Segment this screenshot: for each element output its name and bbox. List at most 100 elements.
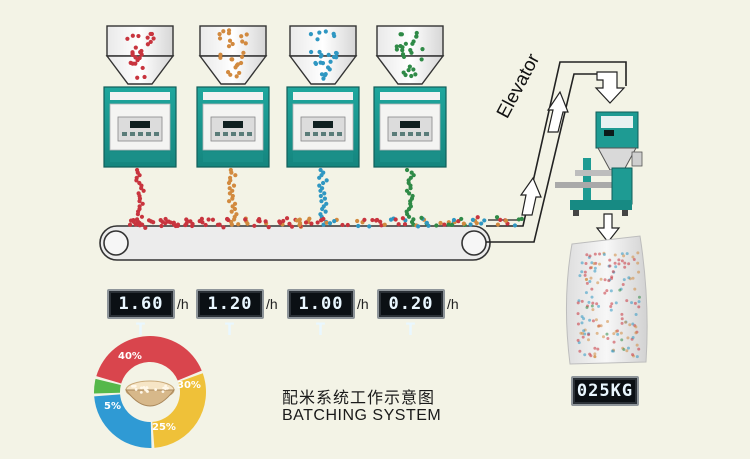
rice-grain xyxy=(303,220,309,225)
rice-grain xyxy=(605,332,609,336)
grain-stream-red xyxy=(134,167,146,227)
ratio-slice-red xyxy=(96,336,202,384)
rice-grain xyxy=(595,302,599,306)
rice-grain xyxy=(583,270,587,274)
rice-grain xyxy=(599,277,603,281)
rice-grain xyxy=(620,338,624,342)
rice-grain xyxy=(611,270,615,274)
rice-grain xyxy=(388,217,394,222)
flow-rate-display-orange: 1.20 T xyxy=(196,289,264,340)
rice-grain xyxy=(637,295,641,299)
rice-grain xyxy=(470,217,476,223)
hopper-green xyxy=(375,25,445,85)
ratio-slice-yellow xyxy=(152,373,206,448)
rice-grain xyxy=(149,219,154,224)
rice-grain xyxy=(609,308,613,312)
rice-grain xyxy=(289,224,295,229)
rice-grain xyxy=(593,346,597,350)
rice-grain xyxy=(635,343,639,347)
hopper-orange xyxy=(198,25,268,85)
rice-grain xyxy=(297,221,303,226)
rice-grain xyxy=(608,258,612,262)
rice-grain xyxy=(393,217,398,222)
rice-grain xyxy=(578,349,582,353)
rice-grain xyxy=(175,223,180,228)
rice-grain xyxy=(591,319,595,323)
rice-grain xyxy=(588,266,592,270)
ratio-label-red: 40% xyxy=(118,351,142,362)
rice-grain xyxy=(373,218,379,223)
rice-grain xyxy=(612,332,616,336)
rice-grain xyxy=(634,312,638,316)
rice-grain xyxy=(367,224,372,229)
rice-grain xyxy=(637,305,641,309)
flow-unit: /h xyxy=(447,296,459,312)
rice-grain xyxy=(626,336,630,340)
rice-grain xyxy=(585,305,589,309)
rice-grain xyxy=(217,222,222,227)
rice-grain xyxy=(607,279,611,283)
rice-grain xyxy=(593,252,597,256)
ratio-label-green: 5% xyxy=(104,401,121,412)
rice-grain xyxy=(203,222,208,228)
rice-grain xyxy=(370,217,375,223)
down-arrow-icon xyxy=(594,71,626,104)
rice-grain xyxy=(321,216,326,222)
rice-grain xyxy=(137,223,142,228)
rice-grain xyxy=(620,317,624,321)
rice-grain xyxy=(585,281,589,285)
rice-grain xyxy=(434,223,439,228)
rice-grain xyxy=(627,276,631,280)
rice-grain xyxy=(609,289,613,293)
rice-grain xyxy=(591,301,595,305)
rice-grain xyxy=(591,308,595,312)
ratio-donut-chart xyxy=(93,336,206,448)
rice-grain xyxy=(576,322,580,326)
rice-grain xyxy=(624,320,628,324)
rice-grain xyxy=(633,287,637,291)
rice-grain xyxy=(637,347,641,351)
conveyor-belt xyxy=(99,225,491,261)
rice-grain xyxy=(168,220,173,225)
rice-grain xyxy=(613,261,617,265)
rice-grain xyxy=(614,301,618,305)
rice-grain xyxy=(479,221,484,226)
rice-grain xyxy=(189,223,195,229)
rice-grain xyxy=(512,223,518,228)
rice-grain xyxy=(596,281,600,285)
rice-grain xyxy=(252,223,257,228)
rice-grain xyxy=(586,338,590,342)
feeder-machine-red xyxy=(103,86,177,168)
rice-grain xyxy=(596,324,600,328)
rice-grain xyxy=(378,219,383,224)
rice-grain xyxy=(630,301,634,305)
rice-grain xyxy=(610,349,614,353)
rice-grain xyxy=(199,216,204,221)
rice-grain xyxy=(584,291,588,295)
hopper-blue xyxy=(288,25,358,85)
rice-grain xyxy=(257,216,262,222)
rice-grain xyxy=(625,299,629,303)
rice-grain xyxy=(601,335,605,339)
rice-grain xyxy=(622,254,626,258)
flow-rate-display-green: 0.20 T xyxy=(377,289,445,340)
rice-grain xyxy=(631,336,635,340)
rice-grain xyxy=(593,352,597,356)
rice-grain xyxy=(605,289,609,293)
rice-grain xyxy=(614,329,618,333)
rice-grain xyxy=(171,222,177,227)
feeder-machine-orange xyxy=(196,86,270,168)
rice-grain xyxy=(637,270,641,274)
rice-grain xyxy=(315,220,320,225)
rice-grain xyxy=(588,279,592,283)
rice-grain xyxy=(188,219,193,224)
rice-grain xyxy=(631,353,635,357)
packing-machine xyxy=(555,111,643,216)
rice-grain xyxy=(594,318,598,322)
rice-grain xyxy=(633,301,637,305)
rice-grain xyxy=(585,253,589,257)
belt-roller-left xyxy=(103,230,129,256)
rice-grain xyxy=(494,215,500,220)
rice-grain xyxy=(362,217,367,222)
